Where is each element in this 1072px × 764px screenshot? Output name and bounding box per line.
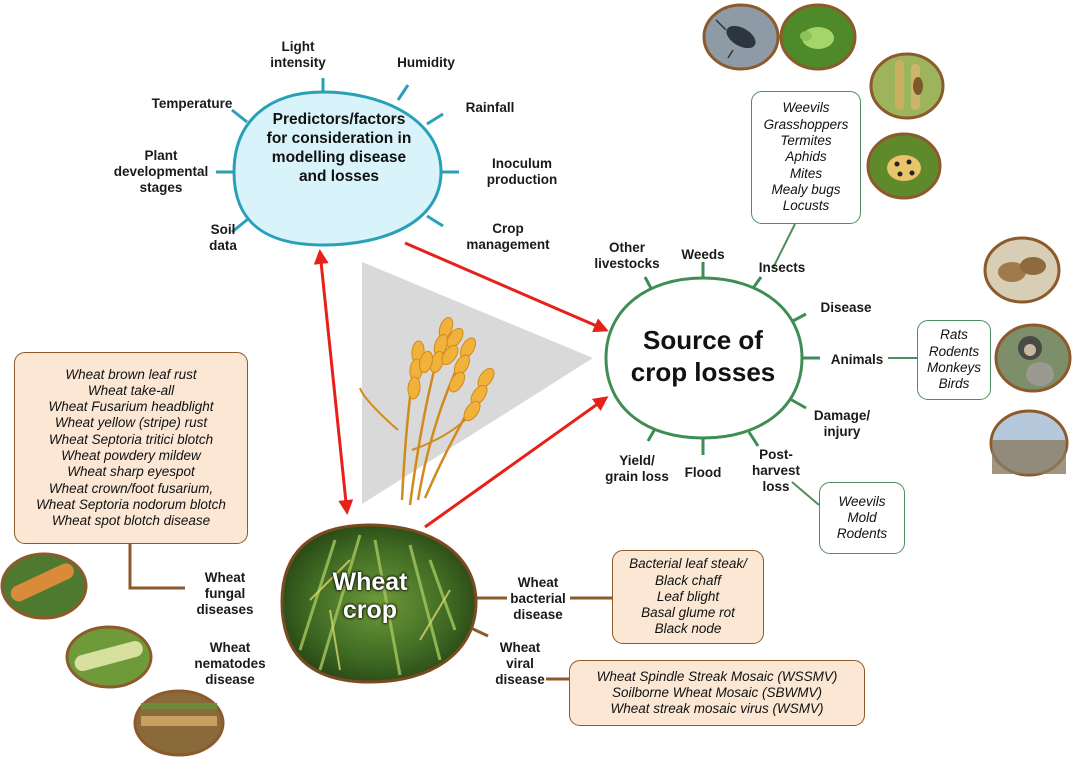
viral-disease-list-box: Wheat Spindle Streak Mosaic (WSSMV) Soil… — [569, 660, 865, 726]
fungal-list-item: Wheat Septoria tritici blotch — [48, 431, 214, 447]
losses-hub-title: Source of crop losses — [630, 325, 776, 387]
viral-list-item: Soilborne Wheat Mosaic (SBWMV) — [611, 684, 823, 700]
birds-flock-photo — [989, 409, 1069, 477]
fungal-list-item: Wheat take-all — [87, 382, 175, 398]
postharvest-list-box: Weevils Mold Rodents — [819, 482, 905, 554]
label-wheat-nematodes-disease: Wheat nematodes disease — [194, 640, 266, 687]
wheat-hub — [280, 523, 478, 684]
label-wheat-fungal-diseases: Wheat fungal diseases — [196, 570, 254, 617]
label-soil-data: Soil data — [209, 222, 237, 253]
fungal-diseases-list-box: Wheat brown leaf rust Wheat take-all Whe… — [14, 352, 248, 544]
fungal-list-item: Wheat spot blotch disease — [51, 513, 211, 529]
label-weeds: Weeds — [681, 247, 725, 262]
fungal-list-item: Wheat Fusarium headblight — [48, 399, 214, 415]
label-crop-management: Crop management — [466, 221, 550, 252]
fungal-list-item: Wheat Septoria nodorum blotch — [36, 496, 226, 512]
bacterial-disease-list-box: Bacterial leaf steak/ Black chaff Leaf b… — [612, 550, 764, 644]
postharvest-list-item: Rodents — [836, 526, 888, 542]
insects-list-item: Locusts — [782, 198, 830, 214]
wheat-hub-title: Wheat crop — [332, 568, 408, 624]
monkey-photo — [994, 323, 1072, 393]
insects-list-item: Mites — [789, 165, 823, 181]
fungal-list-item: Wheat yellow (stripe) rust — [54, 415, 208, 431]
fungal-list-item: Wheat crown/foot fusarium, — [48, 480, 214, 496]
label-animals: Animals — [830, 352, 884, 367]
rodent-photo — [983, 236, 1061, 304]
insects-list-item: Mealy bugs — [771, 181, 841, 197]
aphid-photo — [779, 3, 857, 71]
insects-list-item: Termites — [780, 133, 832, 149]
insects-list-item: Aphids — [785, 149, 827, 165]
arrow-predictors-to-losses — [404, 241, 609, 333]
label-insects: Insects — [758, 260, 806, 275]
label-plant-developmental-stages: Plant developmental stages — [113, 148, 209, 195]
bacterial-list-item: Bacterial leaf steak/ — [629, 556, 747, 572]
bacterial-list-item: Black node — [654, 621, 722, 637]
wheat-illustration — [359, 316, 495, 506]
arrow-predictors-wheat — [313, 249, 354, 515]
postharvest-list-item: Mold — [847, 509, 877, 525]
label-light-intensity: Light intensity — [270, 39, 326, 70]
predictors-hub — [232, 90, 443, 247]
label-yield-grain-loss: Yield/ grain loss — [605, 453, 669, 484]
wheat-insect-photo — [869, 52, 945, 120]
label-rainfall: Rainfall — [465, 100, 515, 115]
animals-list-item: Birds — [938, 376, 970, 392]
label-temperature: Temperature — [151, 96, 233, 111]
bacterial-list-item: Leaf blight — [656, 588, 720, 604]
insects-list-item: Weevils — [782, 100, 830, 116]
arrow-wheat-to-losses — [424, 396, 609, 529]
beetle-photo — [702, 3, 780, 71]
insects-list-item: Grasshoppers — [763, 116, 849, 132]
label-flood: Flood — [684, 465, 722, 480]
label-wheat-bacterial-disease: Wheat bacterial disease — [510, 575, 566, 622]
label-other-livestocks: Other livestocks — [594, 240, 660, 271]
animals-list-item: Rodents — [928, 343, 980, 359]
label-inoculum-production: Inoculum production — [486, 156, 558, 187]
rust-leaf-photo — [0, 552, 88, 620]
animals-list-item: Monkeys — [926, 360, 982, 375]
viral-list-item: Wheat streak mosaic virus (WSMV) — [610, 701, 824, 717]
label-humidity: Humidity — [397, 55, 455, 70]
insects-list-box: Weevils Grasshoppers Termites Aphids Mit… — [751, 91, 861, 224]
label-post-harvest-loss: Post- harvest loss — [751, 447, 801, 494]
blotch-leaf-photo — [65, 625, 153, 689]
viral-list-item: Wheat Spindle Streak Mosaic (WSSMV) — [596, 668, 838, 684]
losses-hub — [604, 276, 804, 440]
animals-list-item: Rats — [940, 327, 968, 343]
fungal-list-item: Wheat powdery mildew — [61, 448, 201, 463]
label-disease: Disease — [820, 300, 872, 315]
bacterial-list-item: Black chaff — [654, 572, 722, 588]
postharvest-list-item: Weevils — [838, 493, 886, 509]
fungal-list-item: Wheat brown leaf rust — [65, 366, 197, 382]
ladybird-photo — [866, 132, 942, 200]
label-wheat-viral-disease: Wheat viral disease — [495, 640, 545, 687]
animals-list-box: Rats Rodents Monkeys Birds — [917, 320, 991, 400]
fungal-list-item: Wheat sharp eyespot — [67, 464, 195, 480]
label-damage-injury: Damage/ injury — [813, 408, 871, 439]
streak-leaf-photo — [133, 689, 225, 757]
predictors-hub-title: Predictors/factors for consideration in … — [266, 111, 412, 185]
bacterial-list-item: Basal glume rot — [641, 605, 735, 621]
